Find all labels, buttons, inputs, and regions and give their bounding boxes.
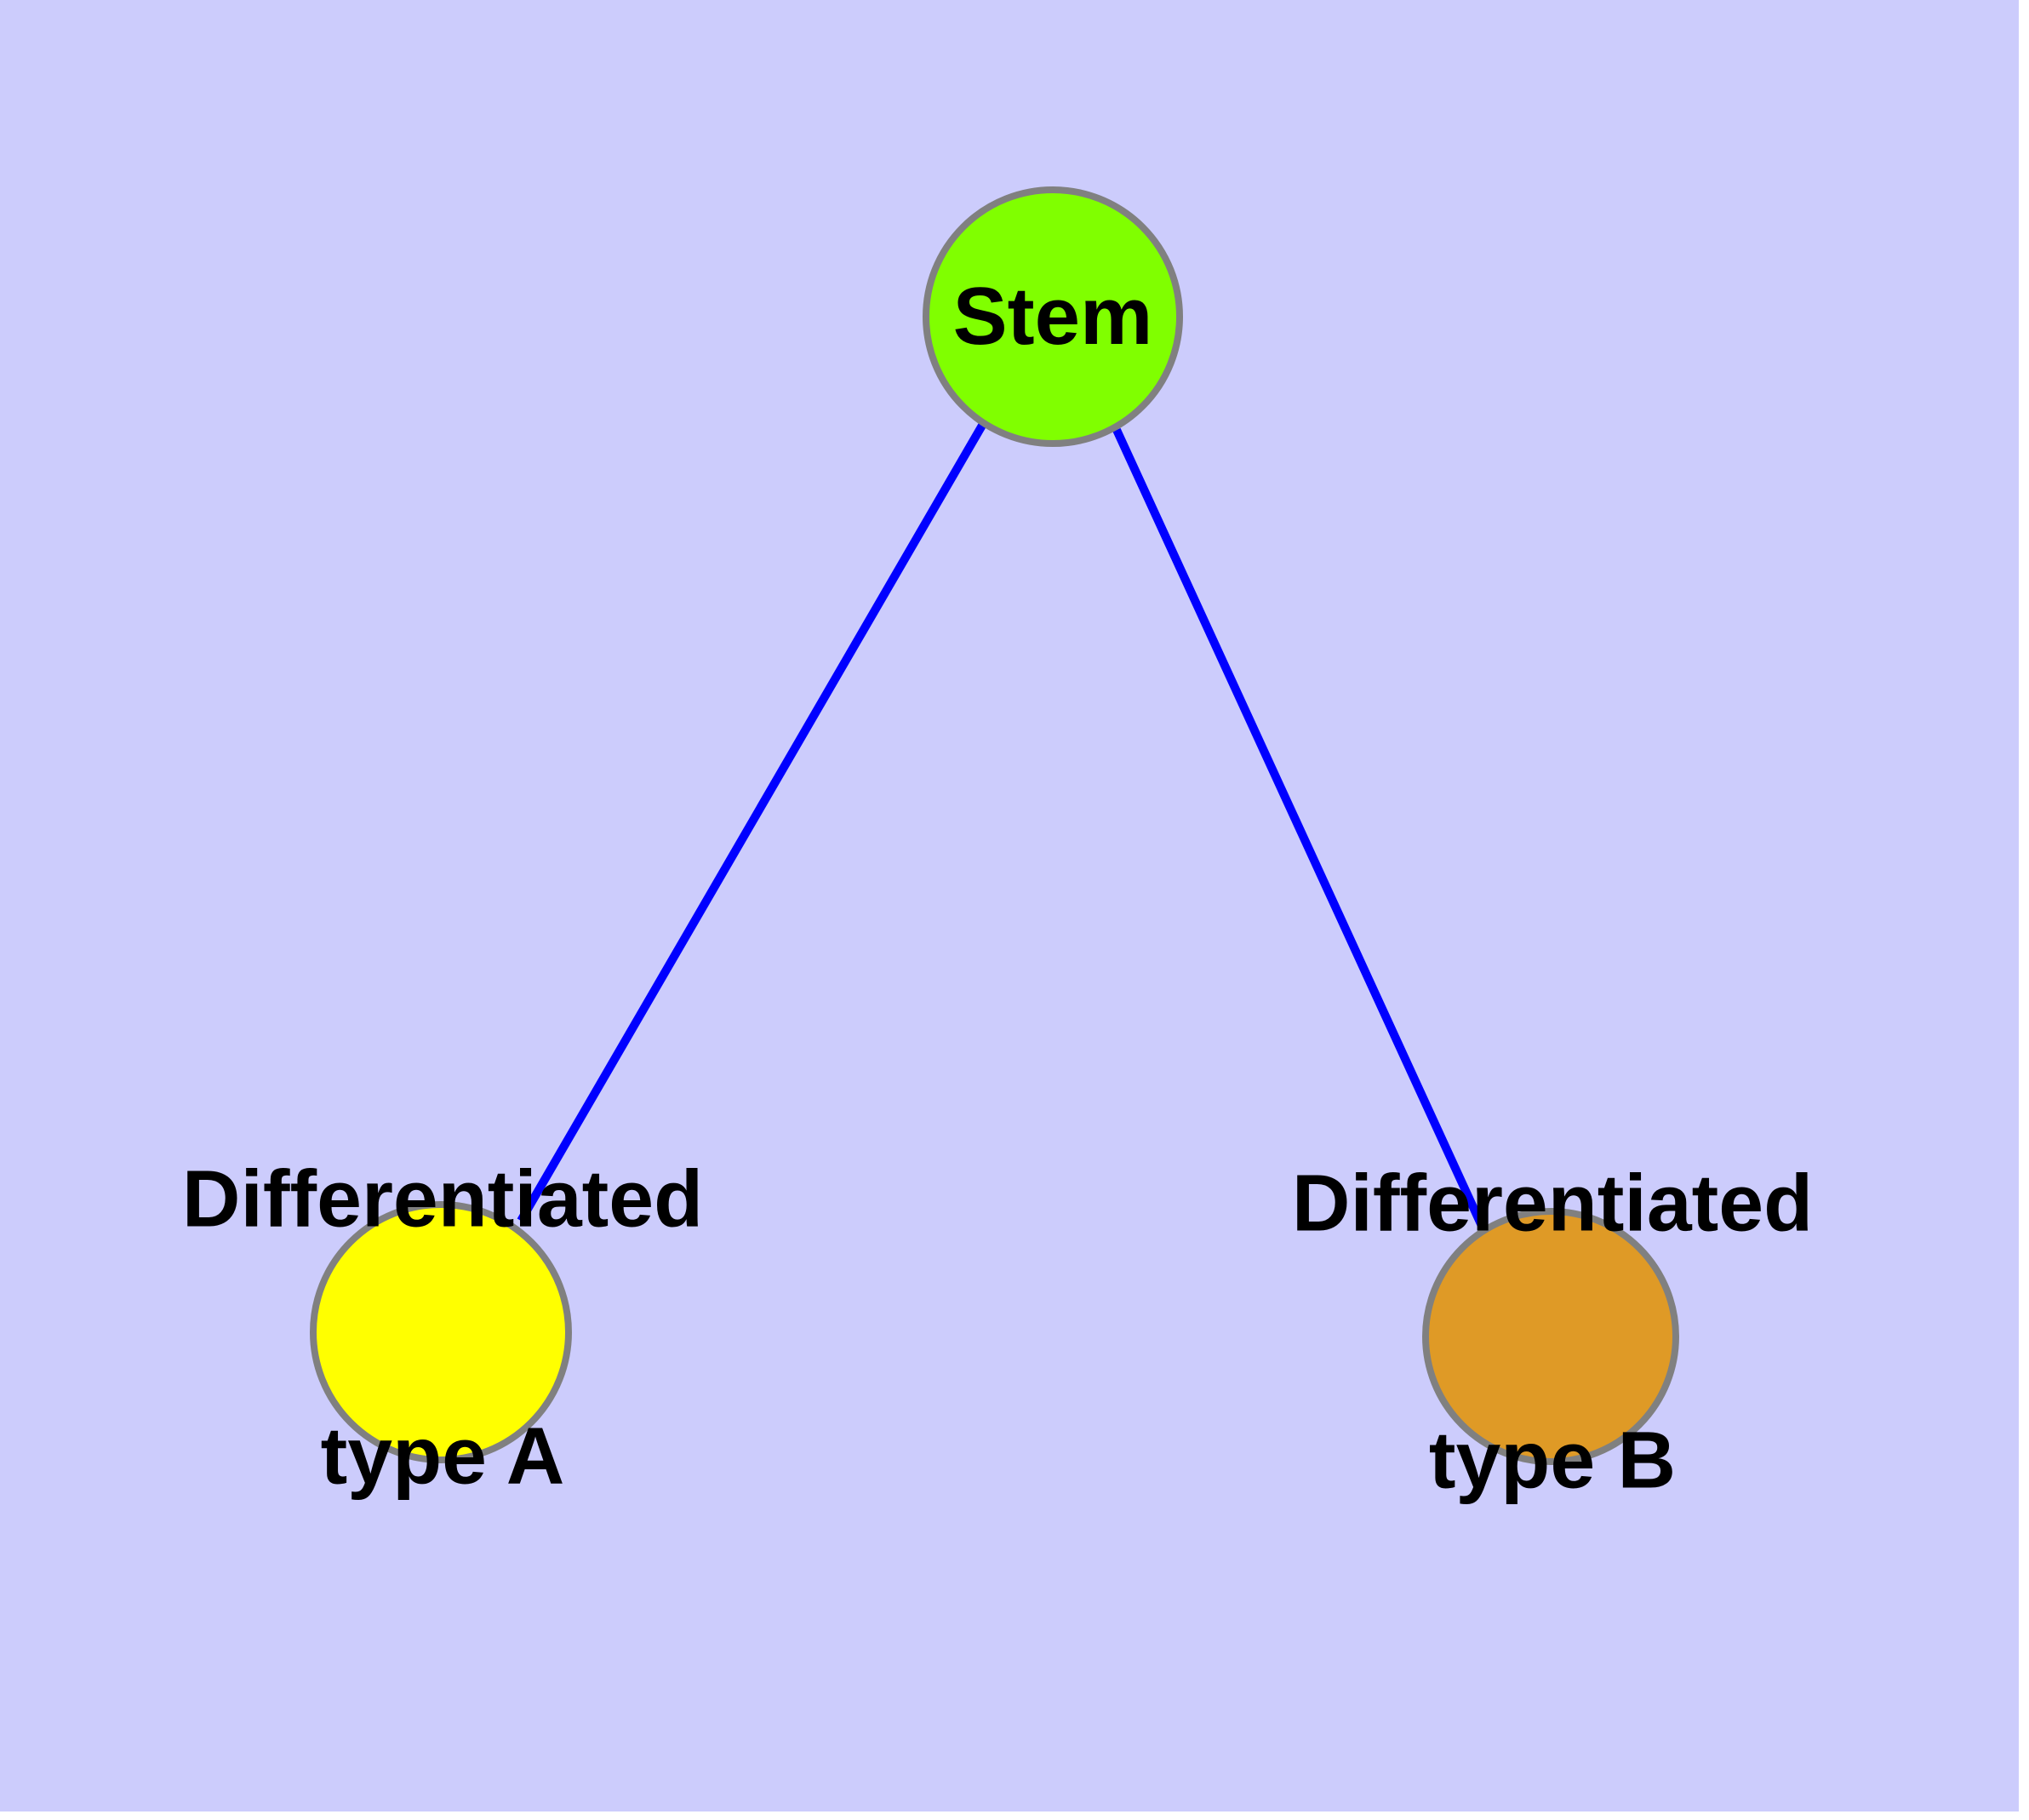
- node-differentiated-type-a[interactable]: [310, 1201, 572, 1463]
- edge-stem-to-differentiated-type-a: [517, 421, 987, 1223]
- node-differentiated-type-b[interactable]: [1422, 1208, 1679, 1465]
- node-layer: [310, 186, 1679, 1465]
- edge-layer: [517, 421, 1486, 1228]
- edge-stem-to-differentiated-type-b: [1112, 427, 1486, 1228]
- node-stem[interactable]: [923, 186, 1183, 447]
